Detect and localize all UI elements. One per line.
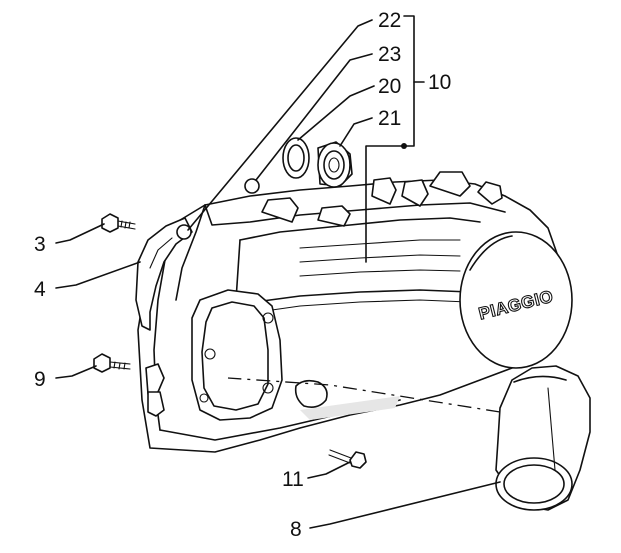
- transmission-cover: PIAGGIO: [137, 171, 573, 453]
- oil-seal-part: [282, 137, 310, 179]
- screw-3-part: [101, 213, 136, 233]
- callout-20: 20: [378, 75, 401, 98]
- callout-8: 8: [290, 518, 302, 541]
- group-bracket: [401, 15, 425, 149]
- callout-9: 9: [34, 368, 46, 391]
- callout-3: 3: [34, 233, 46, 256]
- pin-part: [176, 224, 192, 240]
- callout-4: 4: [34, 278, 46, 301]
- bearing-part: [317, 141, 353, 188]
- assembly-line: [227, 377, 501, 413]
- screw-11-part: [328, 449, 367, 469]
- air-duct-part: [495, 365, 591, 511]
- callout-labels: 22 23 20 21 10 3 4 9 11 8: [34, 9, 451, 541]
- cover-gasket: [135, 217, 193, 331]
- callout-10: 10: [428, 71, 451, 94]
- callout-21: 21: [378, 107, 401, 130]
- callout-11: 11: [282, 468, 304, 491]
- screw-9-part: [93, 353, 131, 373]
- dowel-part: [244, 178, 260, 194]
- callout-22: 22: [378, 9, 401, 32]
- callout-23: 23: [378, 43, 401, 66]
- leader-lines: [55, 19, 501, 529]
